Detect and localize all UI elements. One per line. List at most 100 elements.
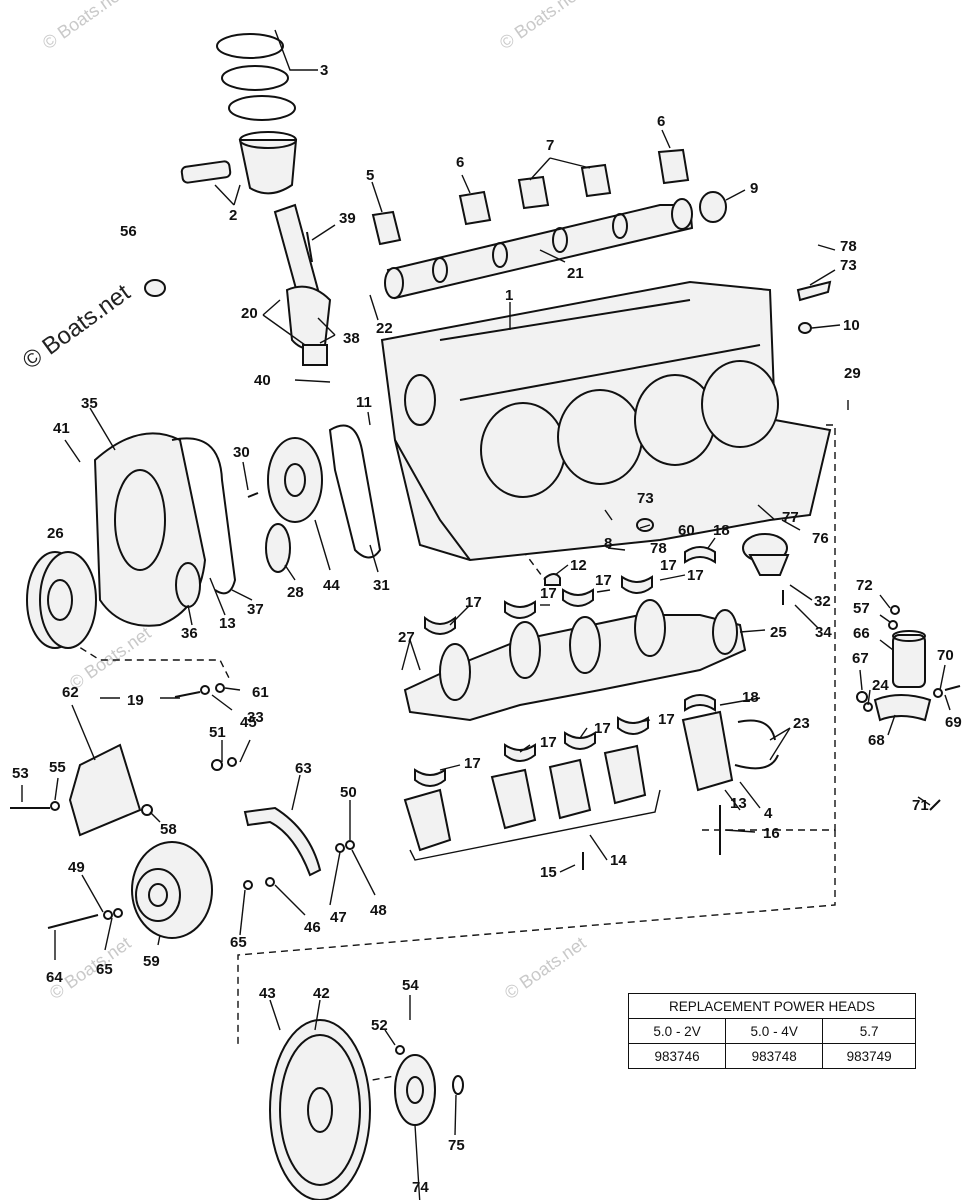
thrust-washers bbox=[734, 719, 779, 770]
callout-13a: 13 bbox=[219, 615, 236, 632]
callout-77: 77 bbox=[782, 509, 799, 526]
callout-3: 3 bbox=[320, 62, 328, 79]
callout-53: 53 bbox=[12, 765, 29, 782]
callout-22: 22 bbox=[376, 320, 393, 337]
callout-26: 26 bbox=[47, 525, 64, 542]
callout-59: 59 bbox=[143, 953, 160, 970]
callout-4: 4 bbox=[764, 805, 773, 822]
watermark: © Boats.net bbox=[501, 933, 590, 1003]
callout-17a: 17 bbox=[465, 594, 482, 611]
table-value-cell: 983746 bbox=[627, 1043, 727, 1069]
callout-17e: 17 bbox=[464, 755, 481, 772]
callout-6a: 6 bbox=[456, 154, 464, 171]
callout-60: 60 bbox=[678, 522, 695, 539]
callout-50: 50 bbox=[340, 784, 357, 801]
callout-70: 70 bbox=[937, 647, 954, 664]
watermark: © Boats.net bbox=[39, 0, 128, 53]
callout-38: 38 bbox=[343, 330, 360, 347]
callout-69: 69 bbox=[945, 714, 962, 731]
callout-11: 11 bbox=[356, 394, 372, 411]
callout-1: 1 bbox=[505, 287, 513, 304]
callout-6b: 6 bbox=[657, 113, 665, 130]
replacement-power-heads-table: REPLACEMENT POWER HEADS 5.0 - 2V 5.0 - 4… bbox=[627, 993, 916, 1069]
callout-7: 7 bbox=[546, 137, 554, 154]
front-seal bbox=[175, 562, 201, 608]
callout-39: 39 bbox=[339, 210, 356, 227]
piston-rings bbox=[216, 33, 296, 121]
callout-78a: 78 bbox=[840, 238, 857, 255]
callout-40: 40 bbox=[254, 372, 271, 389]
engine-block bbox=[380, 280, 832, 562]
callout-48: 48 bbox=[370, 902, 387, 919]
harmonic-balancer bbox=[26, 551, 97, 649]
callout-25: 25 bbox=[770, 624, 787, 641]
adjusting-strap bbox=[243, 806, 322, 877]
callout-52: 52 bbox=[371, 1017, 388, 1034]
callout-20: 20 bbox=[241, 305, 258, 322]
flywheel bbox=[269, 1019, 371, 1200]
callout-15: 15 bbox=[540, 864, 557, 881]
callout-42: 42 bbox=[313, 985, 330, 1002]
callout-63: 63 bbox=[295, 760, 312, 777]
callout-17b: 17 bbox=[540, 585, 557, 602]
callout-55: 55 bbox=[49, 759, 66, 776]
callout-17f: 17 bbox=[540, 734, 557, 751]
table-title: REPLACEMENT POWER HEADS bbox=[628, 993, 916, 1019]
callout-19: 19 bbox=[127, 692, 144, 709]
callout-17i: 17 bbox=[687, 567, 704, 584]
callout-41: 41 bbox=[53, 420, 70, 437]
callout-5: 5 bbox=[366, 167, 374, 184]
callout-2: 2 bbox=[229, 207, 237, 224]
table-header-cell: 5.0 - 2V bbox=[627, 1018, 727, 1044]
callout-64: 64 bbox=[46, 969, 63, 986]
camshaft bbox=[384, 198, 694, 300]
callout-61: 61 bbox=[252, 684, 269, 701]
watermark-dark: © Boats.net bbox=[18, 279, 136, 375]
callout-17h: 17 bbox=[658, 711, 675, 728]
callout-65a: 65 bbox=[96, 961, 113, 978]
cam-bearings bbox=[371, 148, 727, 246]
callout-43: 43 bbox=[259, 985, 276, 1002]
bearing-shells bbox=[414, 546, 716, 787]
callout-49: 49 bbox=[68, 859, 85, 876]
crankshaft bbox=[403, 599, 747, 722]
callout-13b: 13 bbox=[730, 795, 747, 812]
engine-bracket bbox=[68, 743, 142, 837]
callout-8: 8 bbox=[604, 535, 612, 552]
callout-54: 54 bbox=[402, 977, 419, 994]
callout-31: 31 bbox=[373, 577, 390, 594]
watermark: © Boats.net bbox=[496, 0, 585, 53]
callout-71: 71 bbox=[912, 797, 929, 814]
table-value-cell: 983748 bbox=[725, 1043, 824, 1069]
callout-24: 24 bbox=[872, 677, 889, 694]
hardware bbox=[10, 279, 961, 1055]
callout-47: 47 bbox=[330, 909, 347, 926]
callout-30: 30 bbox=[233, 444, 250, 461]
callout-73b: 73 bbox=[637, 490, 654, 507]
callout-46: 46 bbox=[304, 919, 321, 936]
callout-35: 35 bbox=[81, 395, 98, 412]
callout-23: 23 bbox=[793, 715, 810, 732]
table-value-cell: 983749 bbox=[822, 1043, 916, 1069]
o-ring bbox=[452, 1075, 464, 1095]
callout-74: 74 bbox=[412, 1179, 429, 1196]
callout-29: 29 bbox=[844, 365, 861, 382]
table-header-cell: 5.7 bbox=[822, 1018, 916, 1044]
callout-32: 32 bbox=[814, 593, 831, 610]
callout-18a: 18 bbox=[713, 522, 730, 539]
callout-37: 37 bbox=[247, 601, 264, 618]
callout-72: 72 bbox=[856, 577, 873, 594]
callout-12: 12 bbox=[570, 557, 587, 574]
callout-68: 68 bbox=[868, 732, 885, 749]
table-header-cell: 5.0 - 4V bbox=[725, 1018, 824, 1044]
callout-17g: 17 bbox=[594, 720, 611, 737]
callout-62: 62 bbox=[62, 684, 79, 701]
callout-44: 44 bbox=[323, 577, 340, 594]
callout-73a: 73 bbox=[840, 257, 857, 274]
callout-numbers: 1 2 3 4 5 6 6 7 8 9 10 11 12 13 13 14 15… bbox=[12, 62, 962, 1196]
callout-9: 9 bbox=[750, 180, 758, 197]
callout-76: 76 bbox=[812, 530, 829, 547]
callout-27: 27 bbox=[398, 629, 415, 646]
callout-56: 56 bbox=[120, 223, 137, 240]
